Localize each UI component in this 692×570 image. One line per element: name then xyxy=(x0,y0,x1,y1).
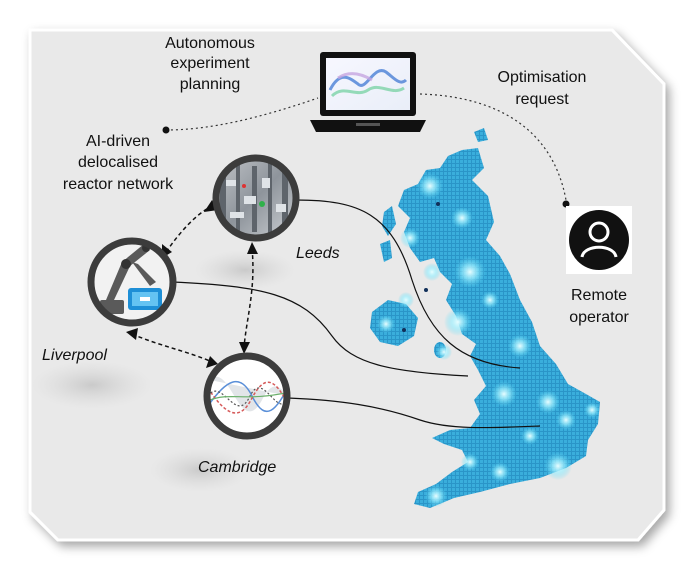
label-operator: Remote operator xyxy=(569,287,629,326)
laptop-icon xyxy=(310,52,426,132)
cambridge-node xyxy=(203,352,291,440)
leeds-node xyxy=(212,154,300,242)
svg-text:AI-driven: AI-driven xyxy=(86,133,150,150)
svg-text:Remote: Remote xyxy=(571,287,627,304)
label-optimisation: Optimisation request xyxy=(498,69,587,108)
svg-text:Optimisation: Optimisation xyxy=(498,69,587,86)
label-cambridge: Cambridge xyxy=(198,459,276,476)
shadow-blob xyxy=(195,250,295,290)
shadow-blob xyxy=(150,448,250,492)
label-leeds: Leeds xyxy=(296,245,340,262)
svg-text:planning: planning xyxy=(180,76,241,93)
dotted-links xyxy=(165,93,567,201)
svg-text:delocalised: delocalised xyxy=(78,154,158,171)
svg-text:experiment: experiment xyxy=(170,55,250,72)
uk-map xyxy=(370,128,600,508)
user-icon xyxy=(566,206,632,274)
arrow-heads xyxy=(126,200,258,368)
liverpool-node xyxy=(87,237,177,327)
node-links xyxy=(131,205,254,363)
svg-text:operator: operator xyxy=(569,309,629,326)
label-liverpool: Liverpool xyxy=(42,347,107,364)
label-planning: Autonomous experiment planning xyxy=(165,35,255,93)
svg-text:reactor network: reactor network xyxy=(63,176,174,193)
svg-text:request: request xyxy=(515,91,569,108)
label-network: AI-driven delocalised reactor network xyxy=(63,133,174,193)
shadow-blob xyxy=(32,361,152,409)
link-endpoint xyxy=(162,126,170,134)
svg-text:Autonomous: Autonomous xyxy=(165,35,255,52)
link-endpoint xyxy=(562,200,570,208)
connection-lines xyxy=(171,199,541,429)
